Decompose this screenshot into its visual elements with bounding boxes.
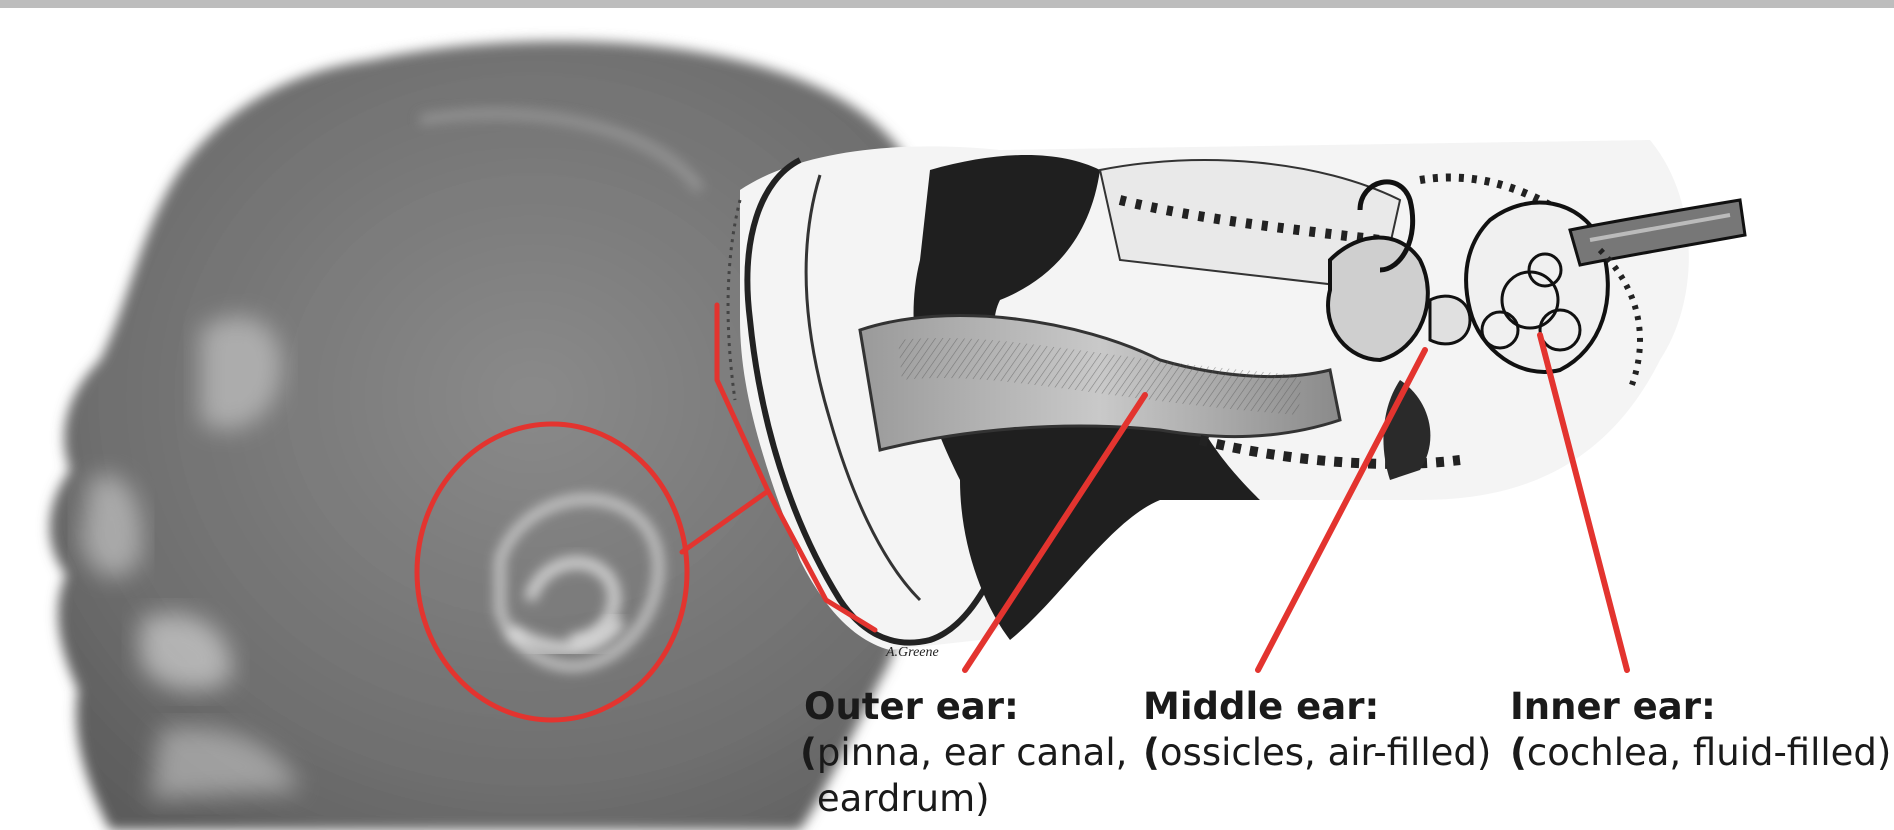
label-inner-ear-paren: ( [1510, 731, 1527, 774]
label-middle-ear-description: ossicles, air-filled) [1160, 731, 1491, 774]
label-outer-ear: Outer ear: (pinna, ear canal, eardrum) [800, 684, 1147, 822]
illustrator-signature: A.Greene [885, 645, 939, 660]
label-inner-ear: Inner ear: (cochlea, fluid-filled) [1510, 684, 1891, 776]
top-border-bar [0, 0, 1894, 8]
label-inner-ear-description: cochlea, fluid-filled) [1527, 731, 1891, 774]
label-outer-ear-paren: ( [800, 731, 817, 774]
label-inner-ear-title: Inner ear: [1510, 684, 1891, 730]
label-middle-ear-title: Middle ear: [1143, 684, 1491, 730]
label-outer-ear-title: Outer ear: [800, 684, 1147, 730]
label-middle-ear-paren: ( [1143, 731, 1160, 774]
label-outer-ear-description: pinna, ear canal, eardrum) [817, 730, 1147, 822]
ear-cross-section [728, 140, 1745, 650]
label-middle-ear: Middle ear: (ossicles, air-filled) [1143, 684, 1491, 776]
diagram-canvas: A.Greene Outer ear: (pinna, ear canal, e… [0, 8, 1894, 830]
